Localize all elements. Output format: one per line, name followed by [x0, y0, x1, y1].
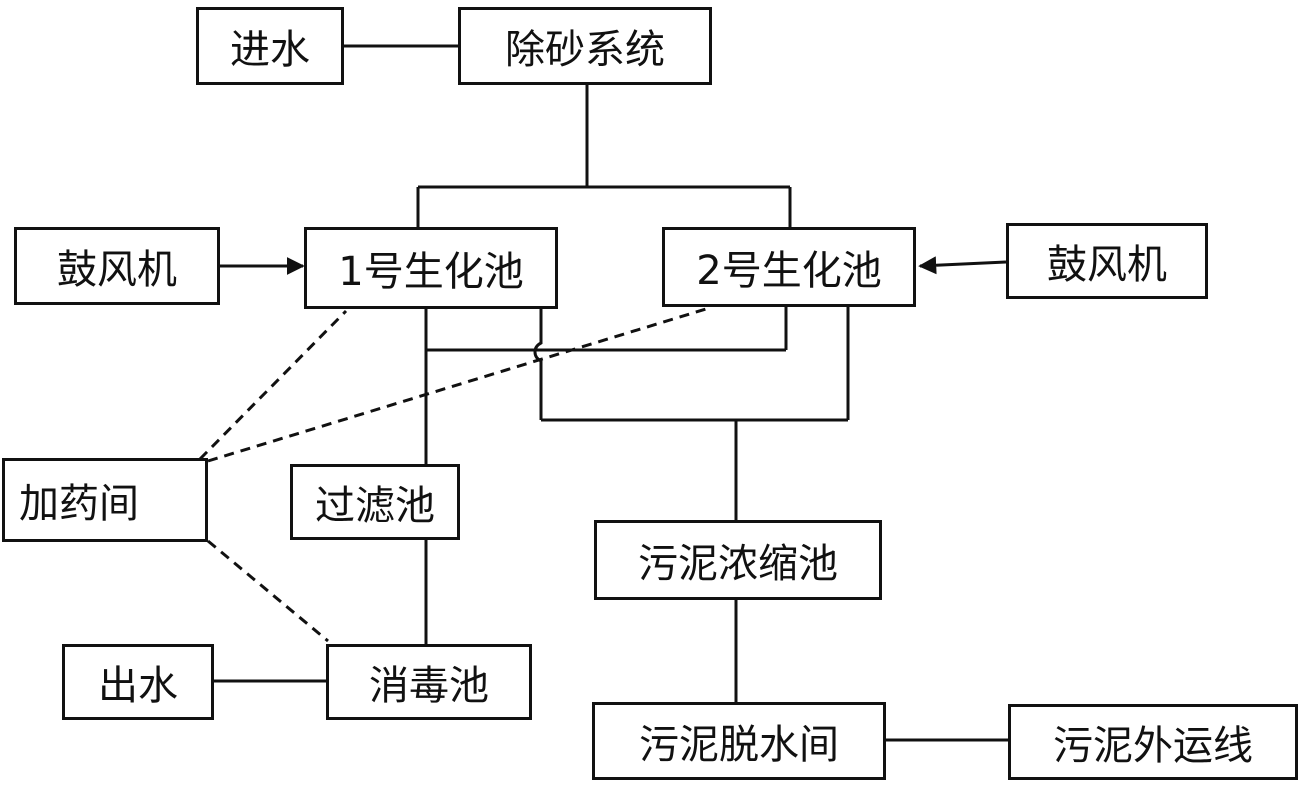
line-tank1-sludge	[533, 309, 543, 420]
outflow-box: 出水	[62, 644, 214, 720]
sludge-dewatering-box: 污泥脱水间	[592, 702, 886, 780]
bio-tank-1-box: 1号生化池	[304, 227, 558, 309]
dashed-dosing-tank2	[207, 307, 707, 463]
inflow-box: 进水	[196, 7, 344, 85]
dashed-dosing-disinfection	[207, 539, 329, 643]
blower-left-box: 鼓风机	[14, 227, 220, 305]
disinfection-tank-box: 消毒池	[326, 644, 532, 720]
dosing-room-box: 加药间	[2, 458, 208, 542]
dashed-dosing-tank1	[198, 309, 348, 461]
bio-tank-2-box: 2号生化池	[662, 227, 916, 307]
sludge-transport-box: 污泥外运线	[1008, 704, 1298, 780]
filter-tank-box: 过滤池	[290, 464, 460, 540]
sludge-thickener-box: 污泥浓缩池	[594, 520, 882, 600]
arrow-blower-right	[918, 256, 1007, 275]
blower-right-box: 鼓风机	[1006, 223, 1208, 299]
grit-removal-box: 除砂系统	[458, 7, 712, 85]
